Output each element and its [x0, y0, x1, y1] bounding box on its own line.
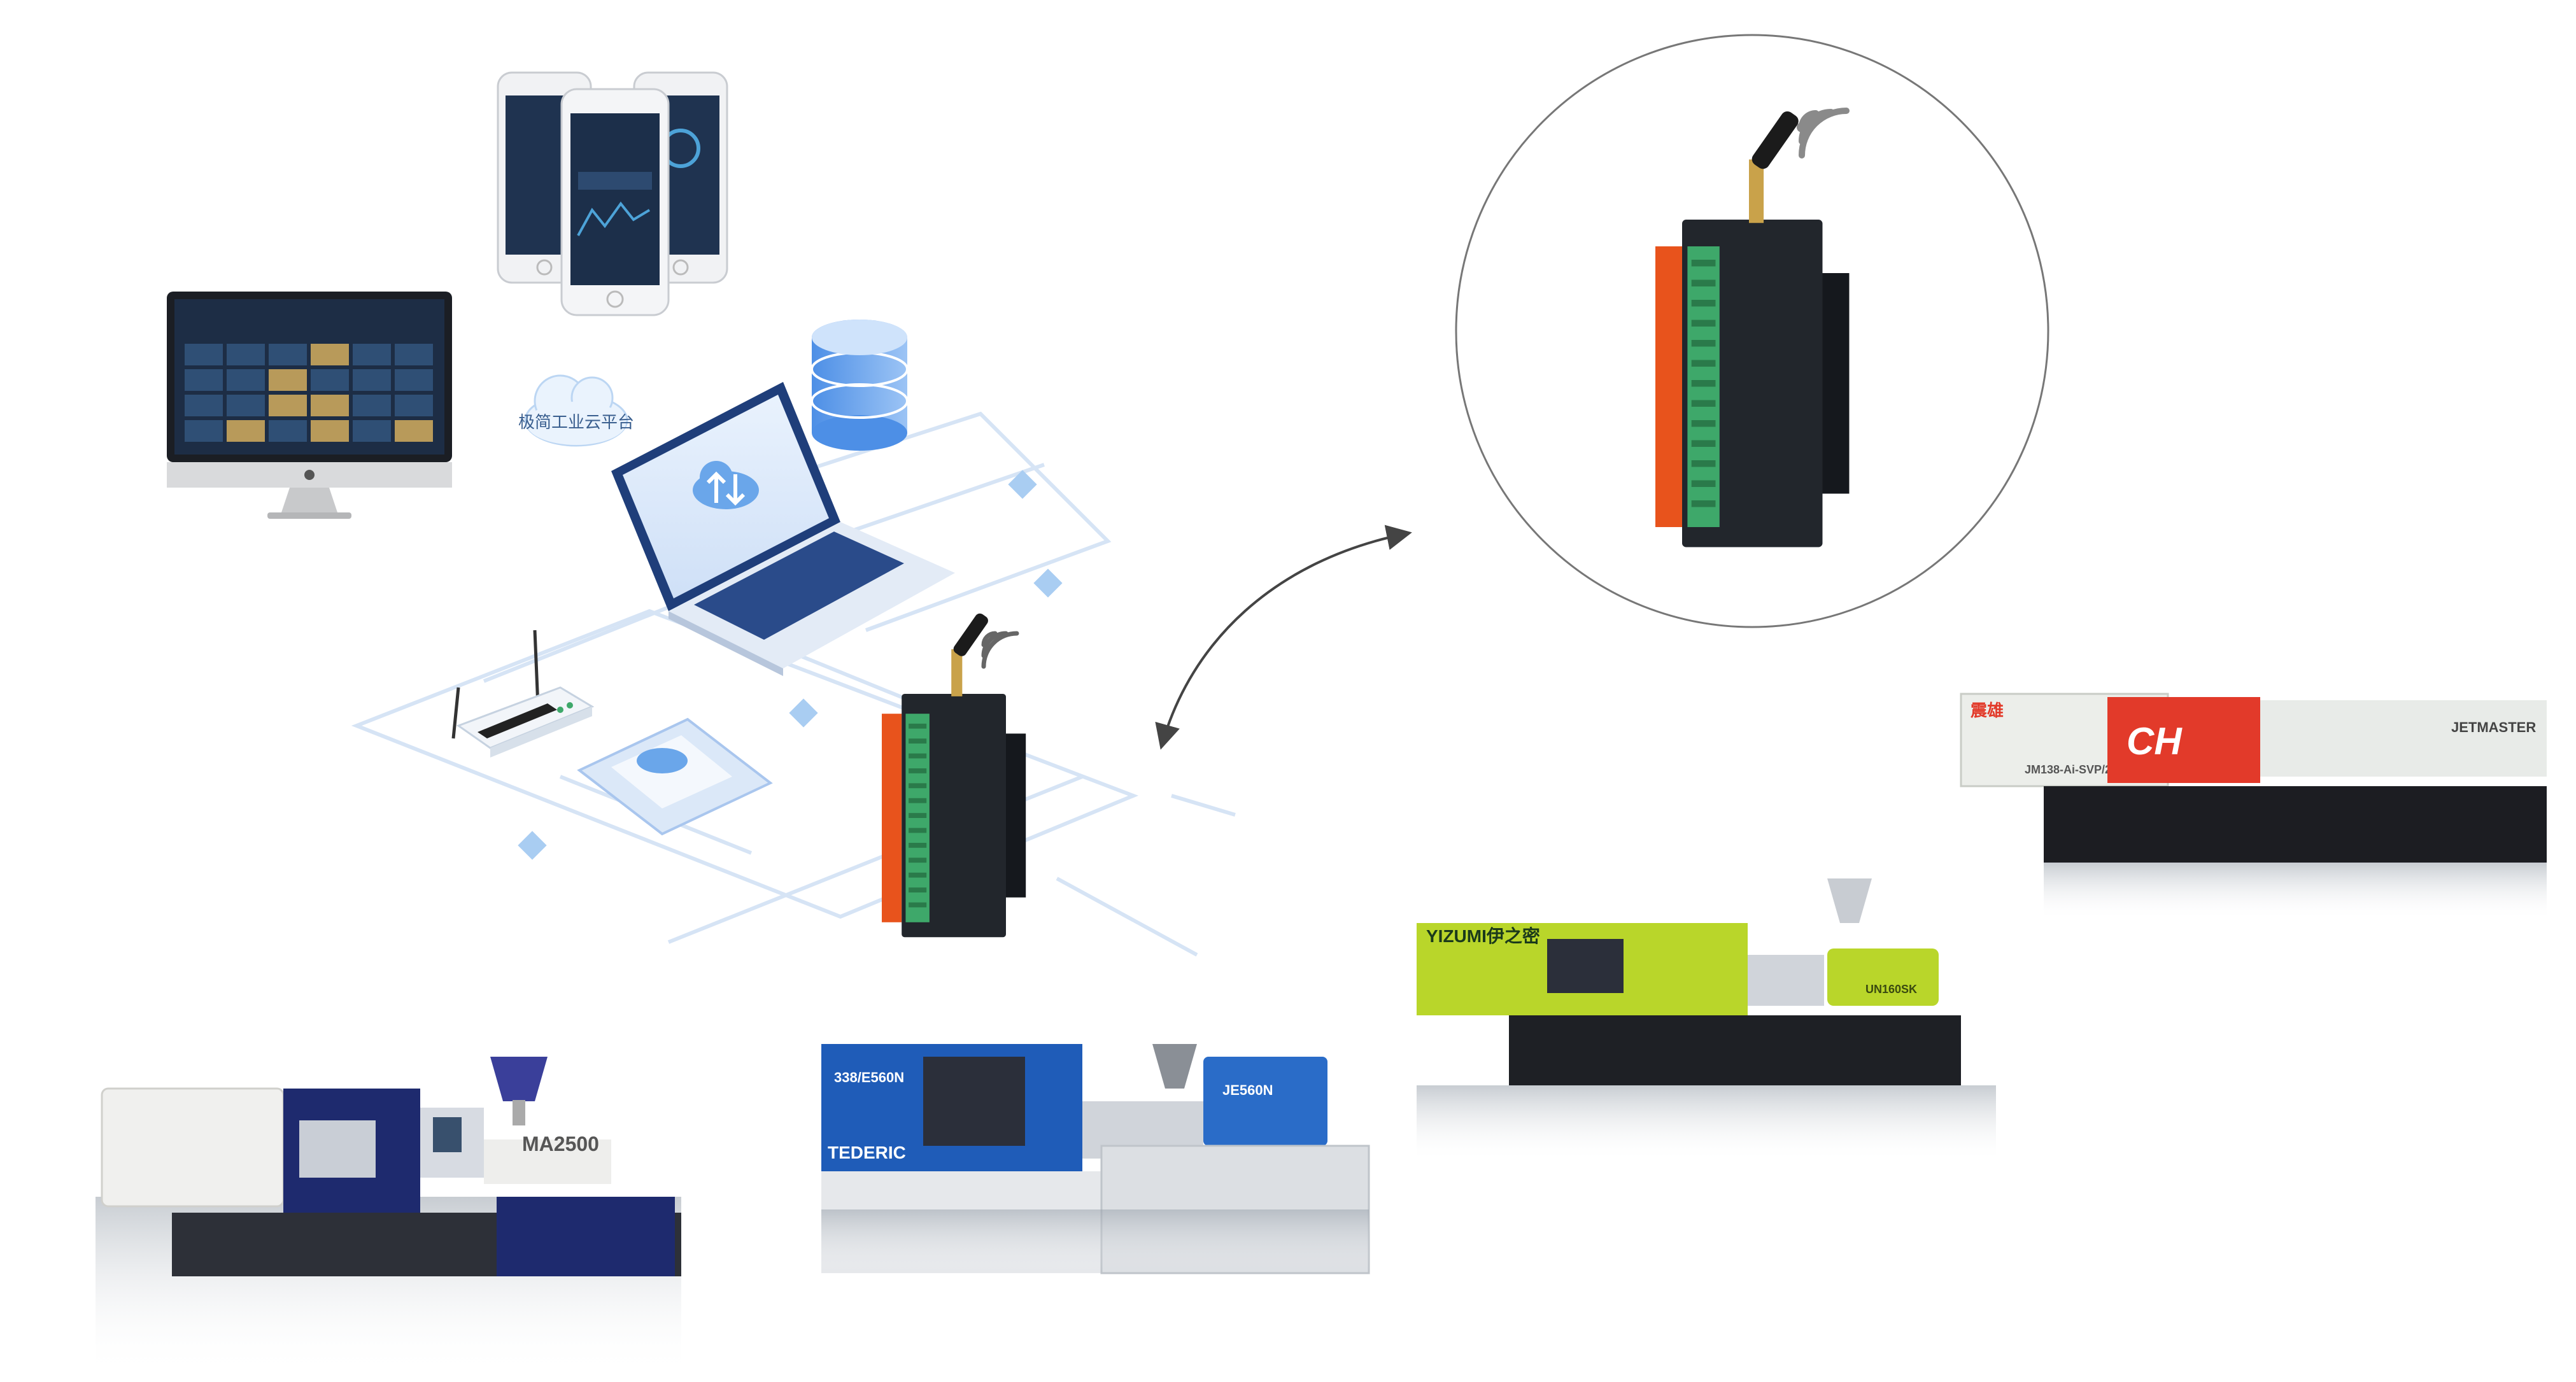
- wifi-icon: [1797, 108, 1850, 159]
- gateway-module-small: [882, 611, 1026, 938]
- jetmaster-brand-en-label: JETMASTER: [2451, 719, 2536, 735]
- laptop: [611, 382, 955, 676]
- apple-icon: [304, 470, 315, 480]
- injection-machine-yizumi: YIZUMI伊之密 UN160SK: [1417, 878, 1996, 1162]
- cloud-icon: [637, 748, 688, 773]
- database-icon: [810, 320, 909, 451]
- yizumi-model-label: UN160SK: [1865, 983, 1917, 996]
- bidirectional-arrow: [1155, 525, 1412, 750]
- tablet: [577, 717, 773, 836]
- dashboard-grid: [185, 344, 433, 442]
- cloud-platform-badge: 极简工业云平台: [518, 374, 634, 447]
- yizumi-brand-label: YIZUMI伊之密: [1426, 926, 1540, 946]
- injection-machine-tederic: 338/E560N TEDERIC JE560N: [821, 1044, 1370, 1274]
- tederic-brand-label: TEDERIC: [828, 1143, 906, 1162]
- haitian-model-label: MA2500: [522, 1132, 599, 1155]
- jetmaster-logo-label: CH: [2127, 720, 2183, 763]
- wifi-icon: [981, 631, 1019, 669]
- gateway-zoom-circle: [1455, 34, 2049, 628]
- jetmaster-brand-cn-label: 震雄: [1971, 701, 2004, 720]
- network-nodes: [518, 470, 1063, 860]
- upload-download-arrows-icon: [706, 471, 746, 506]
- jetmaster-model-label: JM138-Ai-SVP/2: [2025, 763, 2111, 776]
- mobile-phones: [497, 71, 728, 316]
- injection-machine-haitian: MA2500: [96, 1057, 681, 1375]
- cloud-icon: [524, 374, 628, 447]
- tederic-model-top-label: 338/E560N: [834, 1069, 904, 1085]
- tederic-model-side-label: JE560N: [1222, 1082, 1273, 1098]
- router: [451, 630, 595, 758]
- phone-center: [560, 88, 670, 316]
- injection-machine-jetmaster: 震雄 JM138-Ai-SVP/2 CH JETMASTER: [1960, 693, 2547, 920]
- cloud-platform-label: 极简工业云平台: [518, 413, 634, 432]
- desktop-monitor: [167, 292, 452, 519]
